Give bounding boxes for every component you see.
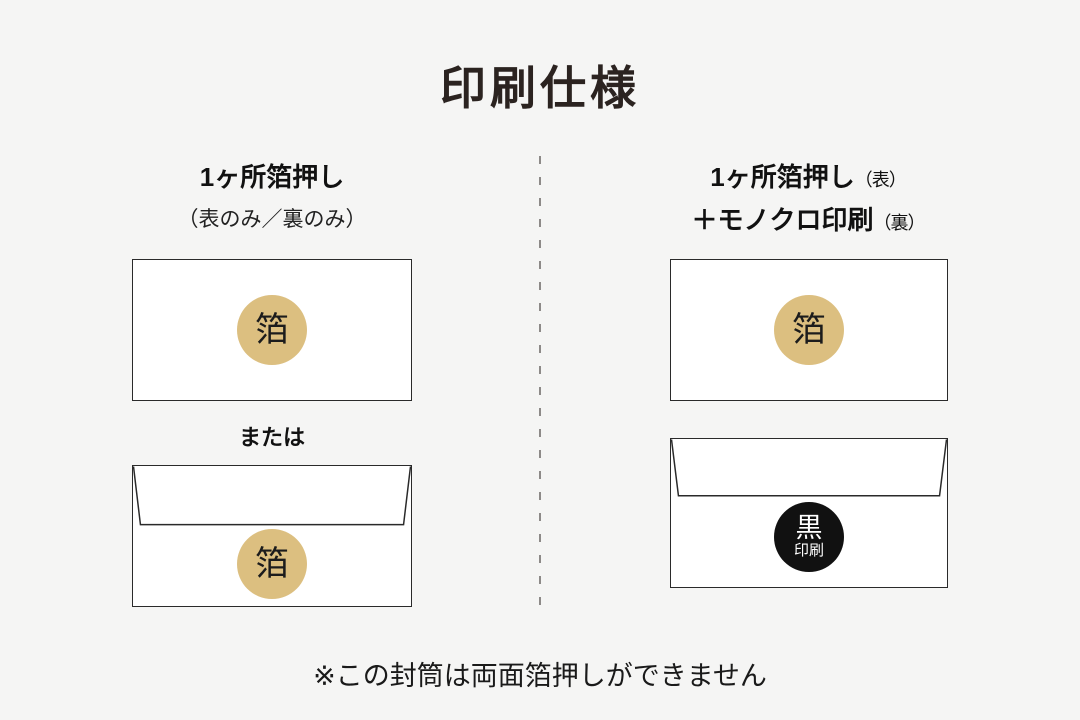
envelope-back-right: 黒 印刷 — [670, 438, 948, 588]
foil-stamp-circle: 箔 — [237, 529, 307, 599]
page-title: 印刷仕様 — [440, 62, 640, 114]
right-header2-suffix: （裏） — [873, 213, 926, 233]
foil-stamp-circle: 箔 — [237, 295, 307, 365]
dashed-divider — [539, 156, 541, 616]
left-column-subheader: （表のみ／裏のみ） — [177, 208, 367, 231]
foil-stamp-label: 箔 — [255, 311, 289, 349]
right-header2-main: ＋モノクロ印刷 — [691, 205, 874, 235]
right-column-header-line1: 1ヶ所箔押し（表） — [669, 157, 947, 194]
black-print-label-line1: 黒 — [795, 512, 823, 543]
black-print-label-line2: 印刷 — [793, 542, 824, 560]
envelope-flap-icon — [133, 466, 411, 526]
right-header-suffix: （表） — [854, 170, 907, 190]
foil-stamp-label: 箔 — [792, 311, 826, 349]
left-column-header: 1ヶ所箔押し — [199, 162, 345, 192]
or-label: または — [238, 425, 305, 450]
footnote: ※この封筒は両面箔押しができません — [313, 661, 767, 691]
foil-stamp-circle: 箔 — [774, 295, 844, 365]
right-header-main: 1ヶ所箔押し — [710, 162, 855, 192]
right-column-header-line2: ＋モノクロ印刷（裏） — [669, 200, 947, 237]
black-print-circle: 黒 印刷 — [774, 502, 844, 572]
envelope-back-left: 箔 — [132, 465, 412, 607]
envelope-front-left: 箔 — [132, 259, 412, 401]
envelope-flap-icon — [671, 439, 947, 497]
envelope-front-right: 箔 — [670, 259, 948, 401]
foil-stamp-label: 箔 — [255, 545, 289, 583]
